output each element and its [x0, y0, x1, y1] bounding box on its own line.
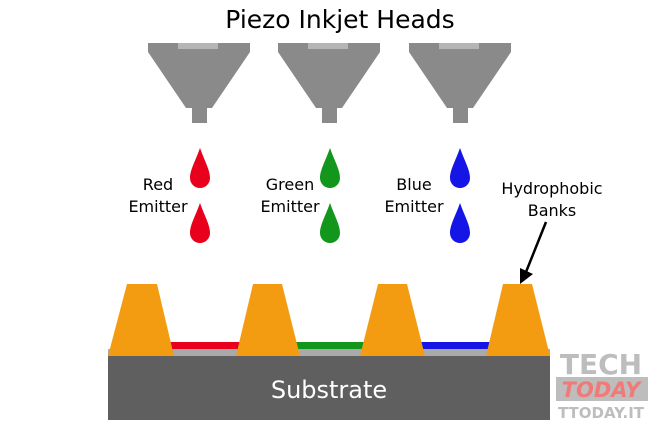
red-label-line2: Emitter — [128, 197, 188, 216]
green-droplet-1 — [320, 148, 340, 188]
watermark-line3: TTODAY.IT — [558, 404, 645, 422]
blue-droplet-1 — [450, 148, 470, 188]
hydrophobic-banks-label: Hydrophobic Banks — [501, 179, 602, 220]
banks-label-line2: Banks — [528, 201, 577, 220]
substrate-label: Substrate — [271, 376, 387, 404]
green-emitter-label: Green Emitter — [260, 175, 320, 216]
red-emitter-layer — [168, 342, 242, 349]
hydrophobic-bank-1 — [108, 284, 174, 356]
watermark-line2: TODAY — [562, 378, 642, 402]
red-droplet-2 — [190, 203, 210, 243]
diagram-title: Piezo Inkjet Heads — [225, 5, 454, 34]
green-label-line1: Green — [266, 175, 314, 194]
green-droplet-2 — [320, 203, 340, 243]
inkjet-head-green — [278, 43, 380, 123]
inkjet-head-red — [148, 43, 250, 123]
watermark-band — [556, 377, 648, 401]
hydrophobic-bank-2 — [236, 284, 300, 356]
inkjet-head-blue — [409, 43, 511, 123]
substrate-layer — [108, 356, 550, 420]
green-emitter-layer — [293, 342, 367, 349]
red-droplet-1 — [190, 148, 210, 188]
watermark: TECH TODAY TTODAY.IT — [556, 348, 648, 422]
electrode-strip — [108, 349, 550, 356]
blue-emitter-layer — [418, 342, 492, 349]
blue-label-line1: Blue — [396, 175, 431, 194]
red-label-line1: Red — [143, 175, 173, 194]
blue-droplet-2 — [450, 203, 470, 243]
green-label-line2: Emitter — [260, 197, 320, 216]
watermark-line1: TECH — [560, 348, 642, 381]
hydrophobic-bank-4 — [486, 284, 550, 356]
blue-emitter-label: Blue Emitter — [384, 175, 444, 216]
bank-arrow — [520, 221, 548, 284]
blue-label-line2: Emitter — [384, 197, 444, 216]
hydrophobic-bank-3 — [360, 284, 425, 356]
banks-label-line1: Hydrophobic — [501, 179, 602, 198]
red-emitter-label: Red Emitter — [128, 175, 188, 216]
